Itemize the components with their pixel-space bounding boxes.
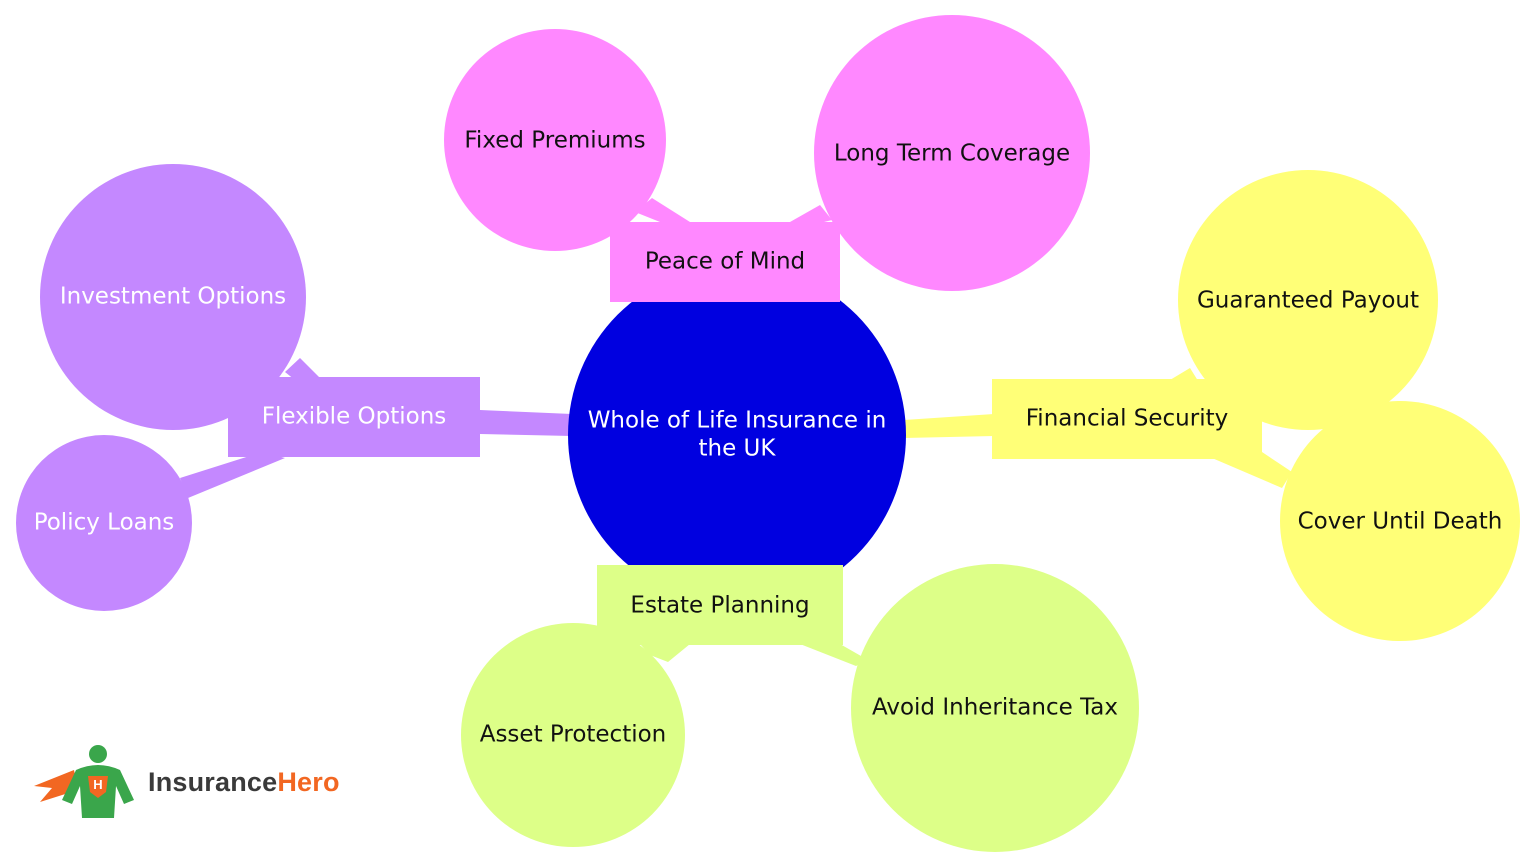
branch-estate-planning xyxy=(597,565,843,645)
center-label-line2: the UK xyxy=(699,436,777,462)
connector-center-flexible xyxy=(480,410,572,436)
connector-center-financial xyxy=(904,414,994,438)
logo-text-insurance: Insurance xyxy=(148,766,278,797)
asset-protection-label: Asset Protection xyxy=(480,722,667,748)
node-avoid-inheritance-tax xyxy=(851,564,1139,852)
peace-of-mind-label: Peace of Mind xyxy=(645,249,805,275)
central-node xyxy=(568,265,906,605)
branch-peace-of-mind xyxy=(610,222,840,302)
estate-planning-label: Estate Planning xyxy=(630,593,809,619)
connector-estate-avoid xyxy=(800,644,868,666)
fixed-premiums-label: Fixed Premiums xyxy=(464,128,645,154)
connector-estate-asset xyxy=(640,644,690,662)
avoid-inheritance-tax-label: Avoid Inheritance Tax xyxy=(872,695,1118,721)
node-guaranteed-payout xyxy=(1178,170,1438,430)
svg-text:H: H xyxy=(93,777,102,792)
connector-flexible-policy xyxy=(180,452,285,498)
policy-loans-label: Policy Loans xyxy=(34,510,175,536)
long-term-coverage-label: Long Term Coverage xyxy=(834,141,1070,167)
node-long-term-coverage xyxy=(814,15,1090,291)
connector-peace-fixed xyxy=(635,198,690,226)
logo-text-hero: Hero xyxy=(277,766,340,797)
node-asset-protection xyxy=(461,623,685,847)
financial-security-label: Financial Security xyxy=(1026,406,1228,432)
node-policy-loans xyxy=(16,435,192,611)
branch-nodes xyxy=(228,222,1262,645)
node-fixed-premiums xyxy=(444,29,666,251)
node-cover-until-death xyxy=(1280,401,1520,641)
connector-financial-cover xyxy=(1205,452,1292,488)
insurancehero-logo: H InsuranceHero xyxy=(30,742,340,822)
branch-financial-security xyxy=(992,379,1262,459)
flexible-options-label: Flexible Options xyxy=(262,404,447,430)
labels: Whole of Life Insurance in the UK Peace … xyxy=(34,128,1503,748)
cover-until-death-label: Cover Until Death xyxy=(1298,509,1503,535)
center-label-line1: Whole of Life Insurance in xyxy=(588,408,887,434)
child-nodes xyxy=(16,15,1520,852)
branch-flexible-options xyxy=(228,377,480,457)
investment-options-label: Investment Options xyxy=(60,284,286,310)
guaranteed-payout-label: Guaranteed Payout xyxy=(1197,288,1419,314)
node-investment-options xyxy=(40,164,306,430)
superhero-icon: H xyxy=(34,745,134,818)
